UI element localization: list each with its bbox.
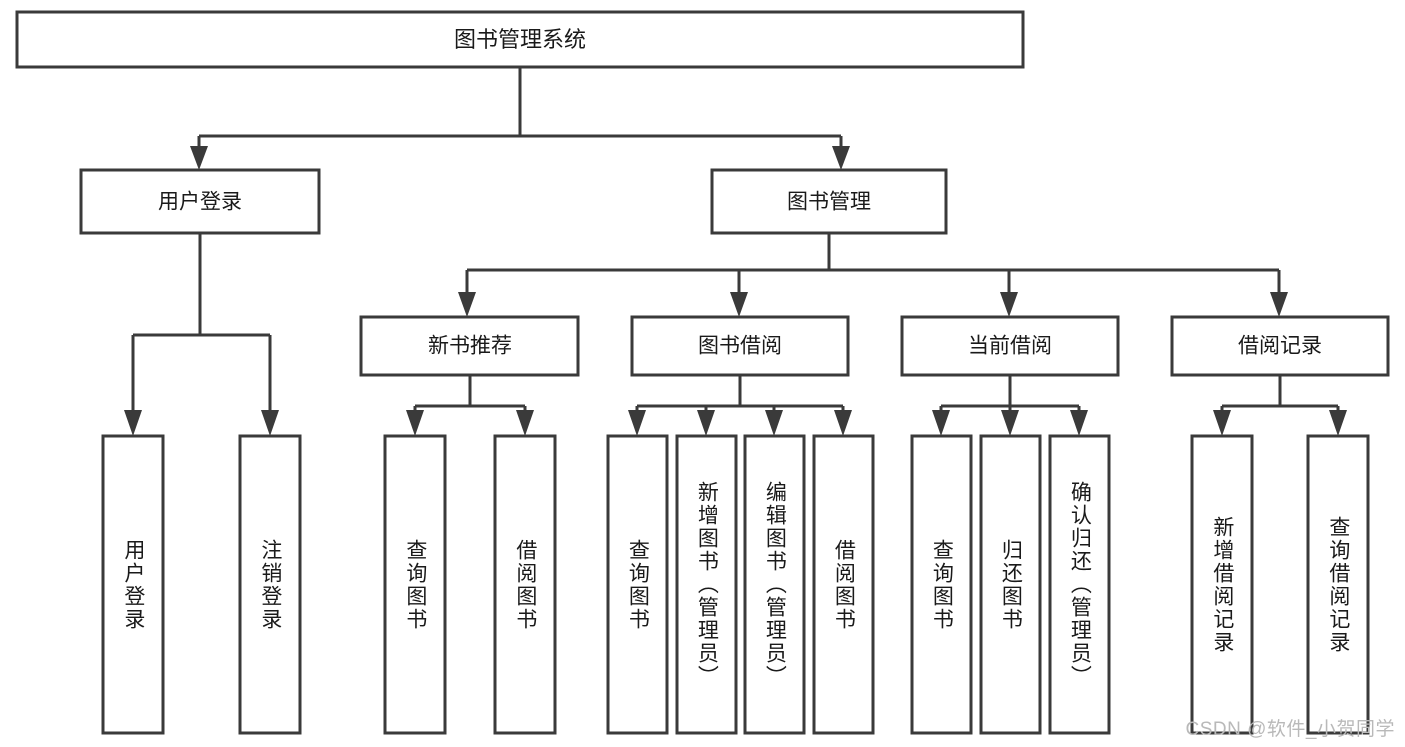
- arrow-to-new-book-recommend: [458, 292, 476, 317]
- leaf-box-query-book-3[interactable]: [910, 434, 973, 735]
- user-login-box-label: 用户登录: [158, 191, 242, 214]
- leaf-box-borrow-book-1[interactable]: [493, 434, 557, 735]
- connector-root-to-level2: [190, 67, 850, 170]
- leaf-box-return-book[interactable]: [979, 434, 1042, 735]
- node-borrow-record[interactable]: 借阅记录: [1170, 315, 1390, 377]
- node-book-management[interactable]: 图书管理: [710, 168, 948, 235]
- arrow-to-leaf-query-book-3: [932, 410, 950, 436]
- leaf-box-user-login[interactable]: [101, 434, 165, 735]
- borrow-record-box-label: 借阅记录: [1238, 335, 1322, 358]
- connector-book-management-to-level3: [458, 233, 1288, 317]
- arrow-to-leaf-add-record: [1213, 410, 1231, 436]
- arrow-to-leaf-return-book: [1001, 410, 1019, 436]
- arrow-to-user-login: [190, 146, 208, 170]
- arrow-to-leaf-query-record: [1329, 410, 1347, 436]
- arrow-to-leaf-borrow-book-1: [516, 410, 534, 436]
- book-management-box-label: 图书管理: [787, 191, 871, 214]
- node-book-borrow[interactable]: 图书借阅: [630, 315, 850, 377]
- connector-new-book-recommend-to-leaves: [406, 375, 534, 436]
- new-book-recommend-box-shape: [359, 315, 580, 377]
- leaf-box-logout[interactable]: [238, 434, 302, 735]
- arrow-to-book-borrow: [730, 292, 748, 317]
- leaf-box-edit-book[interactable]: [743, 434, 806, 735]
- new-book-recommend-box-label: 新书推荐: [428, 335, 512, 358]
- node-current-borrow[interactable]: 当前借阅: [900, 315, 1120, 377]
- leaf-box-query-record[interactable]: [1306, 434, 1370, 735]
- leaf-box-query-book-2[interactable]: [606, 434, 669, 735]
- node-new-book-recommend[interactable]: 新书推荐: [359, 315, 580, 377]
- arrow-to-leaf-confirm-return: [1070, 410, 1088, 436]
- arrow-to-leaf-logout: [261, 410, 279, 436]
- arrow-to-leaf-query-book-2: [628, 410, 646, 436]
- connector-book-borrow-to-leaves: [628, 375, 852, 436]
- book-borrow-box-label: 图书借阅: [698, 335, 782, 358]
- user-login-box-shape: [79, 168, 321, 235]
- leaf-box-add-book[interactable]: [675, 434, 738, 735]
- csdn-watermark: CSDN @软件_小贺同学: [1185, 719, 1395, 740]
- arrow-to-leaf-edit-book: [765, 410, 783, 436]
- node-root[interactable]: 图书管理系统: [15, 10, 1025, 69]
- node-user-login[interactable]: 用户登录: [79, 168, 321, 235]
- leaf-box-confirm-return[interactable]: [1048, 434, 1111, 735]
- current-borrow-box-shape: [900, 315, 1120, 377]
- root-box-label: 图书管理系统: [454, 27, 586, 52]
- connector-current-borrow-to-leaves: [932, 375, 1088, 436]
- arrow-to-borrow-record: [1270, 292, 1288, 317]
- arrow-to-book-manage: [832, 146, 850, 170]
- arrow-to-leaf-query-book-1: [406, 410, 424, 436]
- leaf-box-query-book-1[interactable]: [383, 434, 447, 735]
- connector-user-login-to-leaves: [124, 233, 279, 436]
- leaf-boxes-group: [101, 434, 1370, 735]
- arrow-to-leaf-add-book: [697, 410, 715, 436]
- leaf-box-add-record[interactable]: [1190, 434, 1254, 735]
- arrow-to-leaf-borrow-book-2: [834, 410, 852, 436]
- leaf-box-borrow-book-2[interactable]: [812, 434, 875, 735]
- arrow-to-leaf-user-login: [124, 410, 142, 436]
- arrow-to-current-borrow: [1000, 292, 1018, 317]
- connector-borrow-record-to-leaves: [1213, 375, 1347, 436]
- current-borrow-box-label: 当前借阅: [968, 335, 1052, 358]
- root-box-shape: [15, 10, 1025, 69]
